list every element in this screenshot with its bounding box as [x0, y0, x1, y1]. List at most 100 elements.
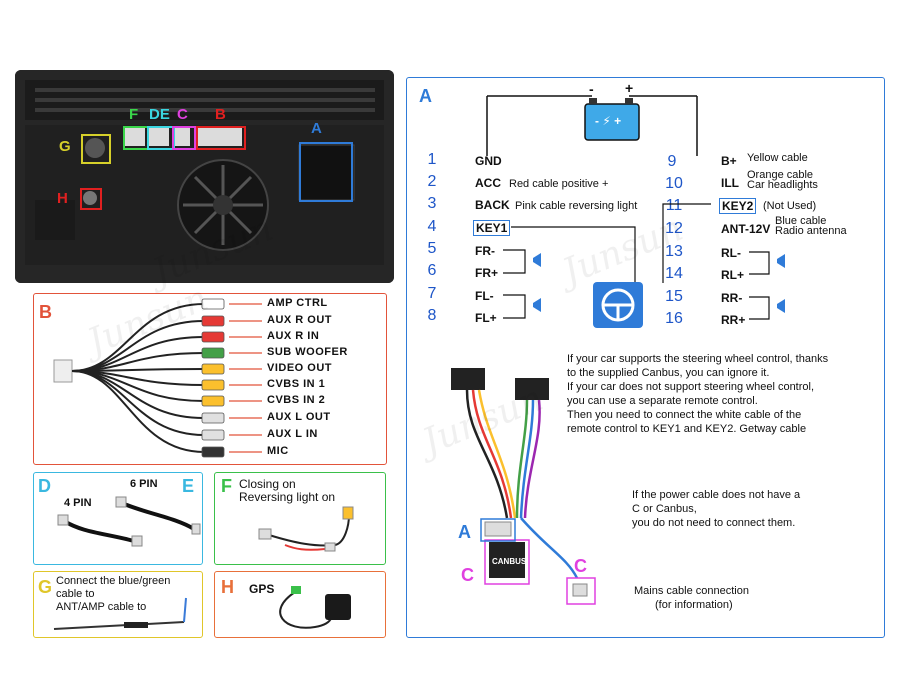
note2-line-2: you do not need to connect them. — [632, 517, 796, 529]
stereo-label-a: A — [311, 120, 322, 137]
rca-plug — [201, 446, 225, 458]
battery-inner: - ⚡ + — [595, 114, 622, 128]
rca-plug — [201, 363, 225, 375]
rca-plug — [201, 347, 225, 359]
rca-line-7: AUX L OUT — [267, 411, 331, 423]
pin-name-9: B+ — [721, 154, 737, 168]
pin-desc-10b: Car headlights — [747, 179, 818, 191]
pin-name-8: FL+ — [475, 311, 497, 325]
pin-num-3: 3 — [427, 195, 437, 212]
note1-line-3: you can use a separate remote control. — [567, 395, 758, 407]
note2-line-1: C or Canbus, — [632, 503, 697, 515]
pin-desc-9: Yellow cable — [747, 152, 808, 164]
panel-de: D E 6 PIN 4 PIN — [33, 472, 203, 565]
pin4-label: 4 PIN — [64, 497, 92, 509]
rca-line-6: CVBS IN 2 — [267, 394, 326, 406]
stereo-back-photo: F DE C B A G H — [15, 70, 394, 283]
note1-line-4: Then you need to connect the white cable… — [567, 409, 802, 421]
de-cables — [57, 496, 201, 547]
pin-num-15: 15 — [665, 288, 683, 305]
port-g-box — [81, 134, 111, 164]
pin-desc-3: Pink cable reversing light — [515, 200, 638, 212]
note1-line-1: to the supplied Canbus, you can ignore i… — [567, 367, 770, 379]
pin-name-3: BACK — [475, 198, 510, 212]
rca-line-5: CVBS IN 1 — [267, 378, 326, 390]
port-b-box — [196, 126, 246, 150]
rca-harness — [53, 298, 262, 458]
pin-name-11: KEY2 — [719, 198, 757, 214]
note3-line-1: (for information) — [655, 599, 733, 611]
rca-line-0: AMP CTRL — [267, 297, 328, 309]
rca-plug — [201, 315, 225, 327]
pin-name-13: RL- — [721, 246, 741, 260]
panel-g: G Connect the blue/green cable to ANT/AM… — [33, 571, 203, 638]
rca-plug — [201, 429, 225, 441]
ant-amp-cable — [53, 597, 187, 630]
pin-name-5: FR- — [475, 244, 495, 258]
reversing-cable — [258, 506, 354, 552]
pin-num-16: 16 — [665, 310, 683, 327]
rca-plug — [201, 412, 225, 424]
port-c-box — [172, 126, 196, 150]
stereo-label-b: B — [215, 106, 226, 123]
panel-b-label: B — [39, 302, 52, 322]
pin-num-4: 4 — [427, 218, 437, 235]
panel-f-text2: Reversing light on — [239, 490, 336, 504]
panel-g-label: G — [38, 577, 53, 597]
rca-line-9: MIC — [267, 445, 289, 457]
pin-num-2: 2 — [427, 173, 437, 190]
port-a-box — [299, 142, 353, 202]
pin-name-16: RR+ — [721, 313, 746, 327]
gps-label: GPS — [249, 582, 275, 596]
rca-line-4: VIDEO OUT — [267, 362, 333, 374]
rca-line-8: AUX L IN — [267, 428, 318, 440]
stereo-label-f: F — [129, 106, 139, 123]
rca-plug — [201, 395, 225, 407]
pin-name-12: ANT-12V — [721, 222, 771, 236]
port-de-box — [147, 126, 175, 150]
stereo-label-h: H — [57, 190, 68, 207]
pin-name-6: FR+ — [475, 266, 499, 280]
pin-name-1: GND — [475, 154, 502, 168]
pin-name-10: ILL — [721, 176, 739, 190]
stereo-label-de: DE — [149, 106, 170, 123]
battery-minus: - — [589, 81, 594, 97]
pin-desc-12b: Radio antenna — [775, 225, 847, 237]
pin-num-6: 6 — [427, 262, 437, 279]
speaker-links — [503, 203, 785, 328]
panel-a: A - + - ⚡ + 1 GND 2 ACC Red cable positi… — [406, 77, 885, 638]
panel-f: F Closing on Reversing light on — [214, 472, 386, 565]
rca-line-2: AUX R IN — [267, 330, 320, 342]
rca-line-3: SUB WOOFER — [267, 346, 348, 358]
note2-line-0: If the power cable does not have a — [632, 489, 801, 501]
harness-label-c2: C — [574, 556, 587, 576]
pin-num-1: 1 — [427, 151, 437, 168]
pin-name-14: RL+ — [721, 268, 745, 282]
pin-desc-12a: Blue cable — [775, 215, 827, 227]
panel-h: H GPS — [214, 571, 386, 638]
harness-label-a: A — [458, 522, 471, 542]
pin-num-13: 13 — [665, 243, 683, 260]
note3-line-0: Mains cable connection — [634, 585, 749, 597]
battery-icon — [486, 95, 698, 156]
pin-name-7: FL- — [475, 289, 494, 303]
port-h-box — [80, 188, 102, 210]
panel-a-label: A — [419, 86, 432, 106]
panel-d-label: D — [38, 476, 51, 496]
pin-desc-11: (Not Used) — [763, 200, 817, 212]
pin-name-2: ACC — [475, 176, 501, 190]
pin-num-5: 5 — [427, 240, 437, 257]
pin-num-12: 12 — [665, 220, 683, 237]
pin-num-11: 11 — [665, 197, 683, 214]
rca-plug — [201, 379, 225, 391]
pin-num-8: 8 — [427, 307, 437, 324]
rca-plug — [201, 298, 225, 310]
panel-f-label: F — [221, 476, 232, 496]
pin-num-10: 10 — [665, 175, 683, 192]
rca-plug — [201, 331, 225, 343]
note1-line-0: If your car supports the steering wheel … — [567, 353, 829, 365]
pin-desc-10a: Orange cable — [747, 169, 814, 181]
canbus-label: CANBUS — [492, 557, 527, 566]
pin6-label: 6 PIN — [130, 478, 158, 490]
panel-e-label: E — [182, 476, 195, 496]
